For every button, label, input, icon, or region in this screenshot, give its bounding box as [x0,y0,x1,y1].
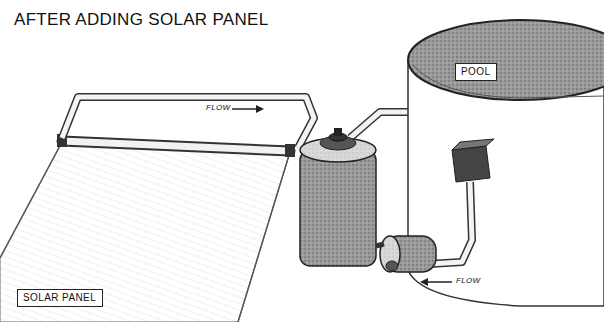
solar-panel [0,134,295,322]
solar-panel-label-box: SOLAR PANEL [17,289,103,307]
pump [376,236,436,272]
return-pipe [62,74,452,148]
sand-filter [300,128,376,266]
flow-label: FLOW [204,103,232,112]
diagram-title: AFTER ADDING SOLAR PANEL [14,10,268,30]
pool-label-box: POOL [455,63,497,81]
box-label: SOLAR PANEL [23,292,97,304]
box-label: POOL [461,66,491,78]
flow-label: FLOW [454,276,482,285]
